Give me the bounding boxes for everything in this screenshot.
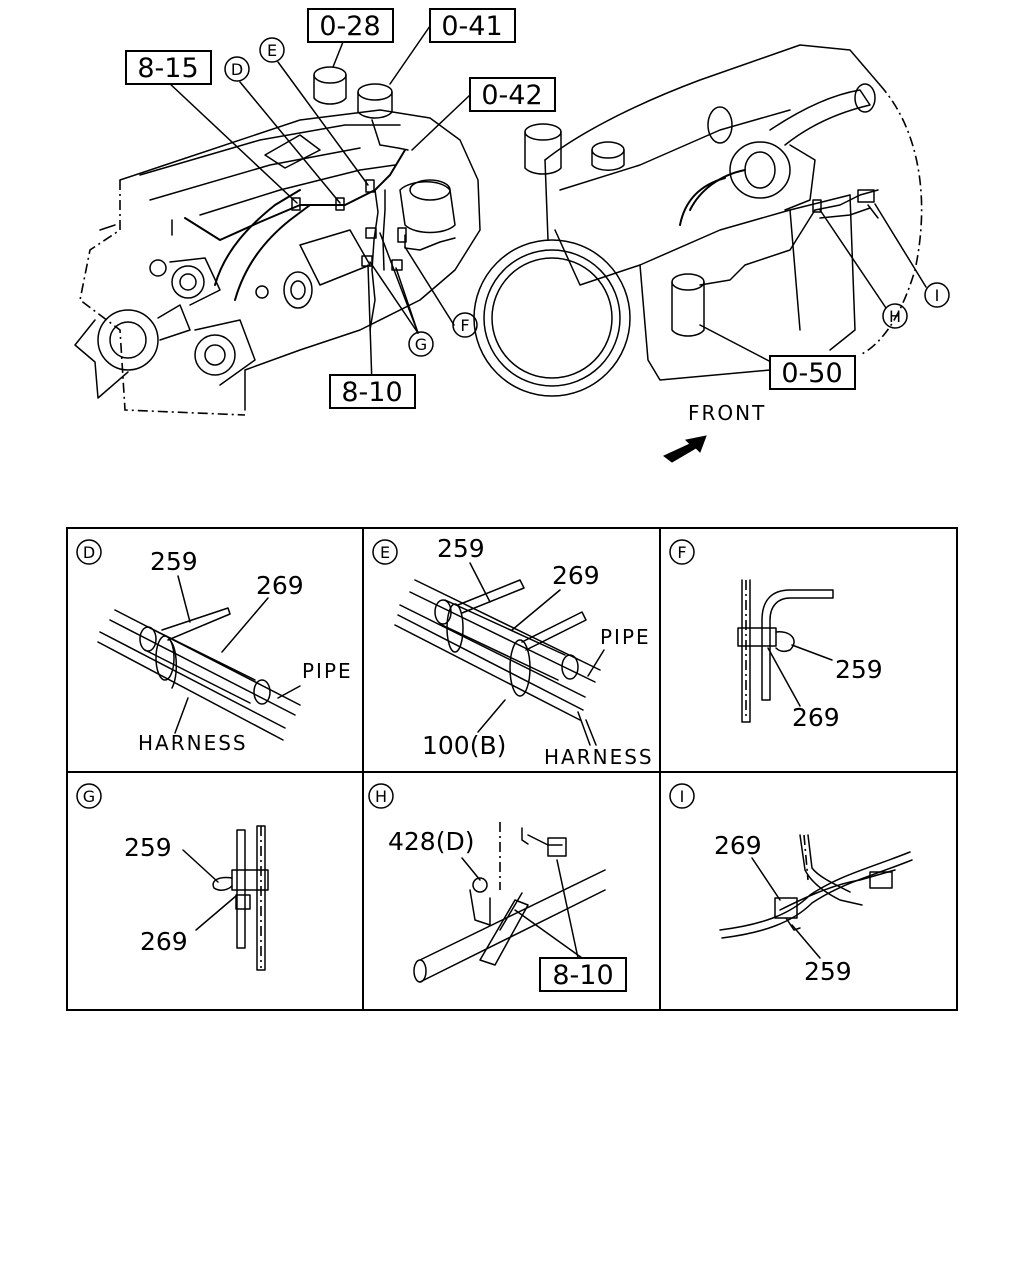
- callout-g: G: [408, 331, 434, 357]
- detail-f: F 259 269: [669, 539, 883, 732]
- callout-h: H: [882, 303, 908, 329]
- svg-text:HARNESS: HARNESS: [138, 731, 248, 755]
- svg-text:259: 259: [150, 547, 198, 576]
- front-arrow-icon: [663, 435, 707, 463]
- detail-grid: [66, 527, 958, 1011]
- svg-text:0-42: 0-42: [481, 80, 542, 111]
- svg-text:100(B): 100(B): [422, 731, 506, 760]
- ref-0-42: 0-42: [469, 77, 556, 112]
- detail-h: H 428(D) 8-10: [368, 783, 627, 992]
- svg-text:259: 259: [835, 655, 883, 684]
- ref-0-50: 0-50: [769, 355, 856, 390]
- engine-left-view: [74, 66, 481, 416]
- svg-text:259: 259: [437, 534, 485, 563]
- svg-text:HARNESS: HARNESS: [544, 745, 654, 769]
- svg-text:D: D: [83, 543, 95, 562]
- ref-8-15: 8-15: [125, 50, 212, 85]
- svg-text:269: 269: [714, 831, 762, 860]
- svg-text:8-10: 8-10: [552, 960, 613, 991]
- svg-text:259: 259: [124, 833, 172, 862]
- svg-text:H: H: [375, 787, 387, 806]
- svg-text:8-15: 8-15: [137, 53, 198, 84]
- detail-i: I 269 259: [669, 783, 913, 986]
- callout-e: E: [259, 37, 285, 63]
- svg-text:269: 269: [792, 703, 840, 732]
- detail-d: D 259 269 PIPE HARNESS: [76, 539, 353, 755]
- ref-0-41: 0-41: [429, 8, 516, 43]
- ref-8-10: 8-10: [329, 374, 416, 409]
- svg-text:0-41: 0-41: [441, 11, 502, 42]
- svg-text:8-10: 8-10: [341, 377, 402, 408]
- callout-i: I: [924, 282, 950, 308]
- svg-text:G: G: [415, 335, 427, 354]
- svg-text:0-28: 0-28: [319, 11, 380, 42]
- svg-text:G: G: [83, 787, 95, 806]
- svg-text:E: E: [380, 543, 390, 562]
- svg-text:I: I: [935, 286, 940, 305]
- callout-d: D: [224, 56, 250, 82]
- detail-g: G 259 269: [76, 783, 269, 971]
- svg-text:0-50: 0-50: [781, 358, 842, 389]
- svg-text:269: 269: [552, 561, 600, 590]
- svg-text:269: 269: [256, 571, 304, 600]
- svg-text:428(D): 428(D): [388, 827, 474, 856]
- svg-text:F: F: [460, 316, 469, 335]
- svg-text:PIPE: PIPE: [600, 625, 651, 649]
- svg-text:F: F: [677, 543, 686, 562]
- svg-text:E: E: [267, 41, 277, 60]
- svg-text:I: I: [680, 787, 685, 806]
- svg-text:D: D: [231, 60, 243, 79]
- callout-f: F: [452, 312, 478, 338]
- svg-text:269: 269: [140, 927, 188, 956]
- engine-right-view: [473, 44, 923, 397]
- detail-e: E 259 269 PIPE 100(B) HARNESS: [372, 534, 654, 769]
- svg-text:259: 259: [804, 957, 852, 986]
- svg-text:PIPE: PIPE: [302, 659, 353, 683]
- ref-0-28: 0-28: [307, 8, 394, 43]
- svg-text:H: H: [889, 307, 901, 326]
- leader-lines: [167, 25, 927, 386]
- front-label: FRONT: [688, 401, 766, 425]
